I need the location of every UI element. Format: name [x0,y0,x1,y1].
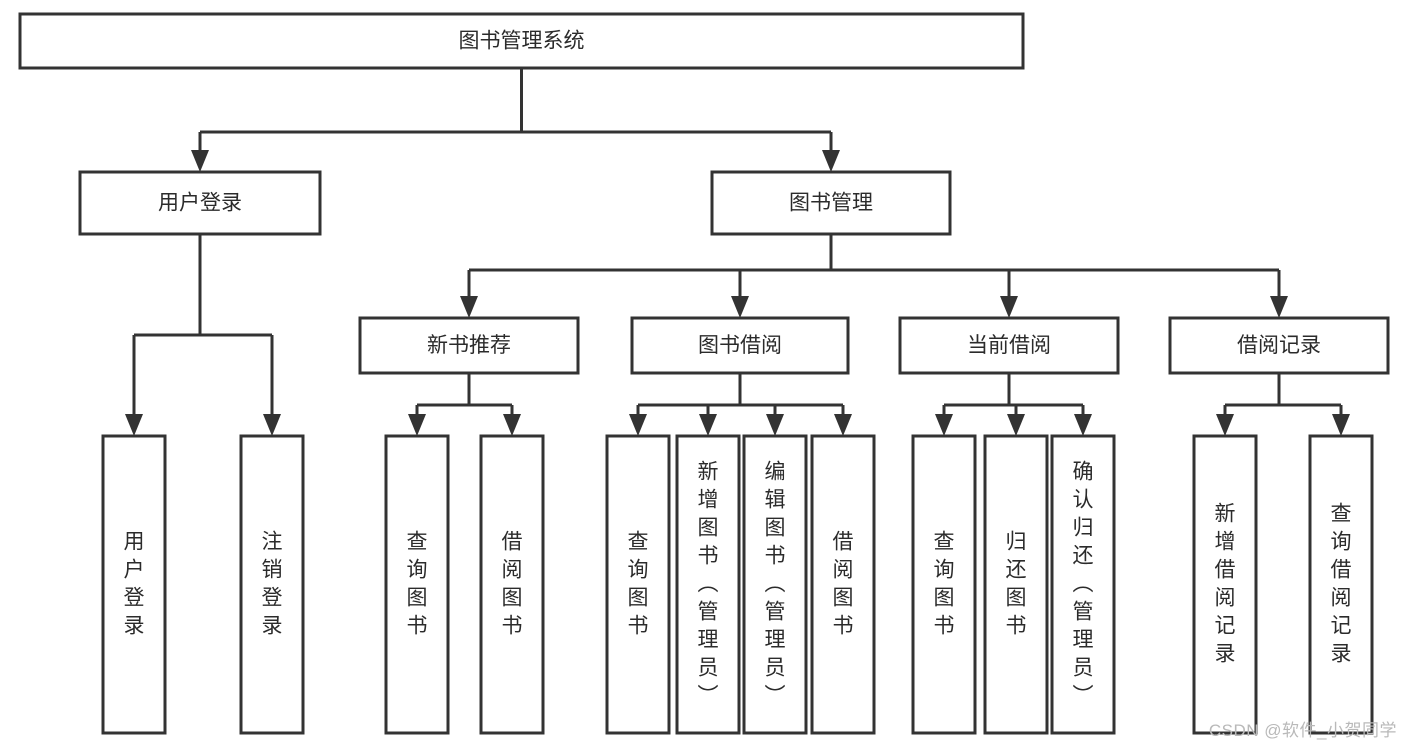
node-label-leaf-query-borrow-record: 查询借阅记录 [1331,503,1352,666]
node-label-leaf-logout: 注销登录 [262,531,283,638]
node-label-leaf-return-book: 归还图书 [1006,531,1027,638]
node-borrow-record[interactable]: 借阅记录 [1168,316,1390,375]
arrow-head-leaf-return-book [1007,414,1025,436]
node-user-login[interactable]: 用户登录 [78,170,322,236]
node-label-user-login: 用户登录 [158,192,242,215]
node-label-leaf-add-borrow-record: 新增借阅记录 [1215,503,1236,666]
node-box-leaf-edit-book-admin [742,434,808,735]
node-box-leaf-return-book [983,434,1049,735]
node-leaf-query-book-2[interactable]: 查询图书 [605,434,671,735]
node-leaf-logout[interactable]: 注销登录 [239,434,305,735]
node-leaf-borrow-book-2[interactable]: 借阅图书 [810,434,876,735]
node-box-leaf-query-book-3 [911,434,977,735]
node-box-leaf-borrow-book-1 [479,434,545,735]
node-label-leaf-query-book-3: 查询图书 [934,531,955,638]
arrow-head-book-borrow [731,296,749,318]
node-leaf-query-book-1[interactable]: 查询图书 [384,434,450,735]
node-label-root: 图书管理系统 [459,30,585,53]
node-boxes: 图书管理系统用户登录图书管理新书推荐图书借阅当前借阅借阅记录用户登录注销登录查询… [18,12,1390,735]
node-leaf-query-borrow-record[interactable]: 查询借阅记录 [1308,434,1374,735]
arrow-head-leaf-logout [263,414,281,436]
node-box-root [18,12,1025,70]
node-leaf-query-book-3[interactable]: 查询图书 [911,434,977,735]
arrow-head-leaf-query-borrow-record [1332,414,1350,436]
node-label-borrow-record: 借阅记录 [1237,334,1321,357]
node-leaf-return-book[interactable]: 归还图书 [983,434,1049,735]
connector-lines [125,68,1350,436]
arrow-head-leaf-query-book-1 [408,414,426,436]
node-leaf-add-borrow-record[interactable]: 新增借阅记录 [1192,434,1258,735]
node-box-leaf-user-login [101,434,167,735]
node-box-borrow-record [1168,316,1390,375]
arrow-head-leaf-user-login [125,414,143,436]
node-label-new-book-recommend: 新书推荐 [427,334,511,357]
node-box-leaf-query-book-2 [605,434,671,735]
node-book-borrow[interactable]: 图书借阅 [630,316,850,375]
node-label-book-borrow: 图书借阅 [698,334,782,357]
node-leaf-add-book-admin[interactable]: 新增图书︵管理员︶ [675,434,741,735]
node-leaf-confirm-return-admin[interactable]: 确认归还︵管理员︶ [1050,434,1116,735]
node-label-book-management: 图书管理 [789,192,873,215]
node-box-leaf-confirm-return-admin [1050,434,1116,735]
arrow-head-leaf-add-borrow-record [1216,414,1234,436]
arrow-head-leaf-borrow-book-2 [834,414,852,436]
node-label-leaf-add-book-admin: 新增图书︵管理员︶ [698,461,719,708]
node-box-leaf-add-borrow-record [1192,434,1258,735]
node-label-leaf-user-login: 用户登录 [124,531,145,638]
arrow-head-leaf-query-book-2 [629,414,647,436]
arrow-head-user-login [191,150,209,172]
node-label-current-borrow: 当前借阅 [967,334,1051,357]
node-box-current-borrow [898,316,1120,375]
node-box-leaf-add-book-admin [675,434,741,735]
arrow-head-new-book-recommend [460,296,478,318]
arrow-head-borrow-record [1270,296,1288,318]
node-leaf-edit-book-admin[interactable]: 编辑图书︵管理员︶ [742,434,808,735]
arrow-head-book-management [822,150,840,172]
node-label-leaf-confirm-return-admin: 确认归还︵管理员︶ [1073,461,1094,708]
node-box-user-login [78,170,322,236]
node-box-new-book-recommend [358,316,580,375]
arrow-head-current-borrow [1000,296,1018,318]
node-new-book-recommend[interactable]: 新书推荐 [358,316,580,375]
arrow-head-leaf-edit-book-admin [766,414,784,436]
node-box-book-borrow [630,316,850,375]
node-label-leaf-edit-book-admin: 编辑图书︵管理员︶ [765,461,786,708]
node-current-borrow[interactable]: 当前借阅 [898,316,1120,375]
arrow-head-leaf-confirm-return-admin [1074,414,1092,436]
node-box-leaf-query-book-1 [384,434,450,735]
node-box-leaf-borrow-book-2 [810,434,876,735]
node-box-leaf-query-borrow-record [1308,434,1374,735]
arrow-head-leaf-query-book-3 [935,414,953,436]
node-label-leaf-borrow-book-1: 借阅图书 [502,531,523,638]
arrow-head-leaf-add-book-admin [699,414,717,436]
node-label-leaf-query-book-2: 查询图书 [628,531,649,638]
node-book-management[interactable]: 图书管理 [710,170,952,236]
node-label-leaf-query-book-1: 查询图书 [407,531,428,638]
node-leaf-borrow-book-1[interactable]: 借阅图书 [479,434,545,735]
node-root[interactable]: 图书管理系统 [18,12,1025,70]
node-label-leaf-borrow-book-2: 借阅图书 [833,531,854,638]
node-leaf-user-login[interactable]: 用户登录 [101,434,167,735]
node-box-leaf-logout [239,434,305,735]
node-box-book-management [710,170,952,236]
arrow-head-leaf-borrow-book-1 [503,414,521,436]
